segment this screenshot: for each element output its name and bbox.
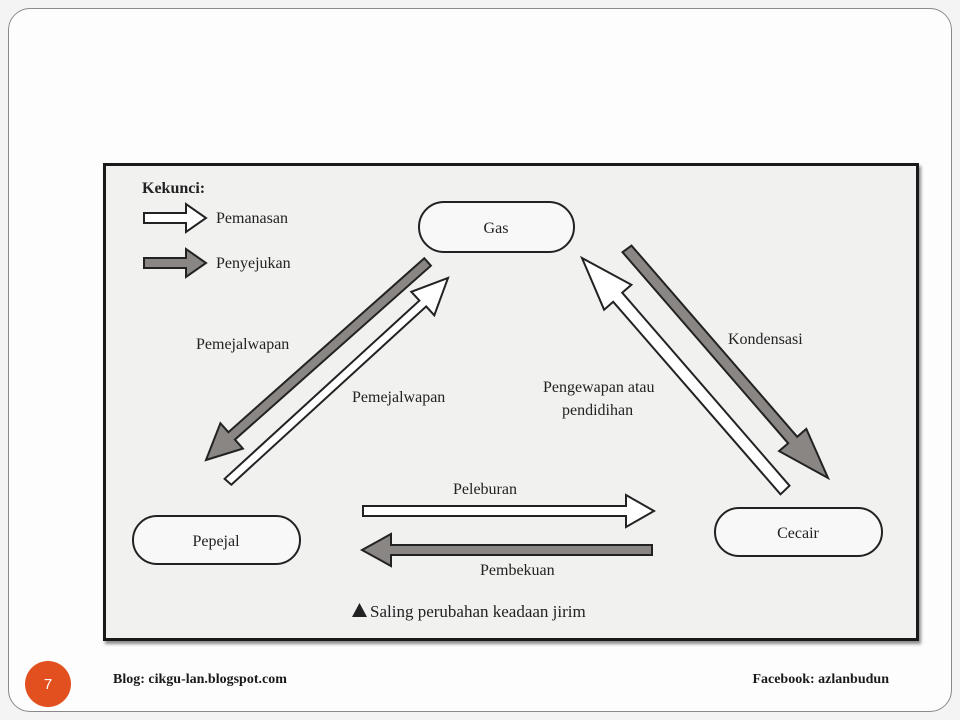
legend-cooling-arrow-icon	[143, 247, 208, 279]
gas-to-solid-arrow	[204, 256, 433, 462]
liquid-state-label: Cecair	[777, 525, 819, 542]
state-change-diagram: Kekunci: Pemanasan Penyejukan Gas Pepeja…	[132, 180, 883, 621]
deposition-label: Pemejalwapan	[196, 336, 289, 353]
diagram-figure: Kekunci: Pemanasan Penyejukan Gas Pepeja…	[103, 163, 919, 641]
facebook-footer: Facebook: azlanbudun	[752, 672, 889, 687]
legend-heating-arrow-icon	[143, 202, 208, 234]
caption-triangle-icon	[352, 603, 367, 617]
legend-title: Kekunci:	[142, 180, 205, 197]
sublimation-label: Pemejalwapan	[352, 389, 445, 406]
liquid-to-gas-arrow	[579, 255, 791, 496]
gas-state-box	[418, 201, 575, 253]
solid-state-label: Pepejal	[192, 533, 240, 550]
slide: Kekunci: Pemanasan Penyejukan Gas Pepeja…	[8, 8, 952, 712]
solid-to-liquid-arrow	[362, 493, 657, 529]
legend-cooling-label: Penyejukan	[216, 255, 291, 272]
condensation-label: Kondensasi	[728, 331, 803, 348]
melting-label: Peleburan	[453, 481, 517, 498]
legend-heating-label: Pemanasan	[216, 210, 288, 227]
evaporation-label-line2: pendidihan	[562, 402, 633, 419]
solid-state-box	[132, 515, 301, 565]
liquid-state-box	[714, 507, 883, 557]
freezing-label: Pembekuan	[480, 562, 555, 579]
solid-to-gas-arrow	[223, 276, 450, 487]
evaporation-label-line1: Pengewapan atau	[543, 379, 655, 396]
liquid-to-solid-arrow	[359, 532, 653, 568]
page-number-badge: 7	[25, 661, 71, 707]
gas-state-label: Gas	[484, 220, 509, 237]
blog-footer: Blog: cikgu-lan.blogspot.com	[113, 672, 287, 687]
gas-to-liquid-arrow	[621, 244, 831, 481]
diagram-caption: Saling perubahan keadaan jirim	[370, 602, 586, 621]
